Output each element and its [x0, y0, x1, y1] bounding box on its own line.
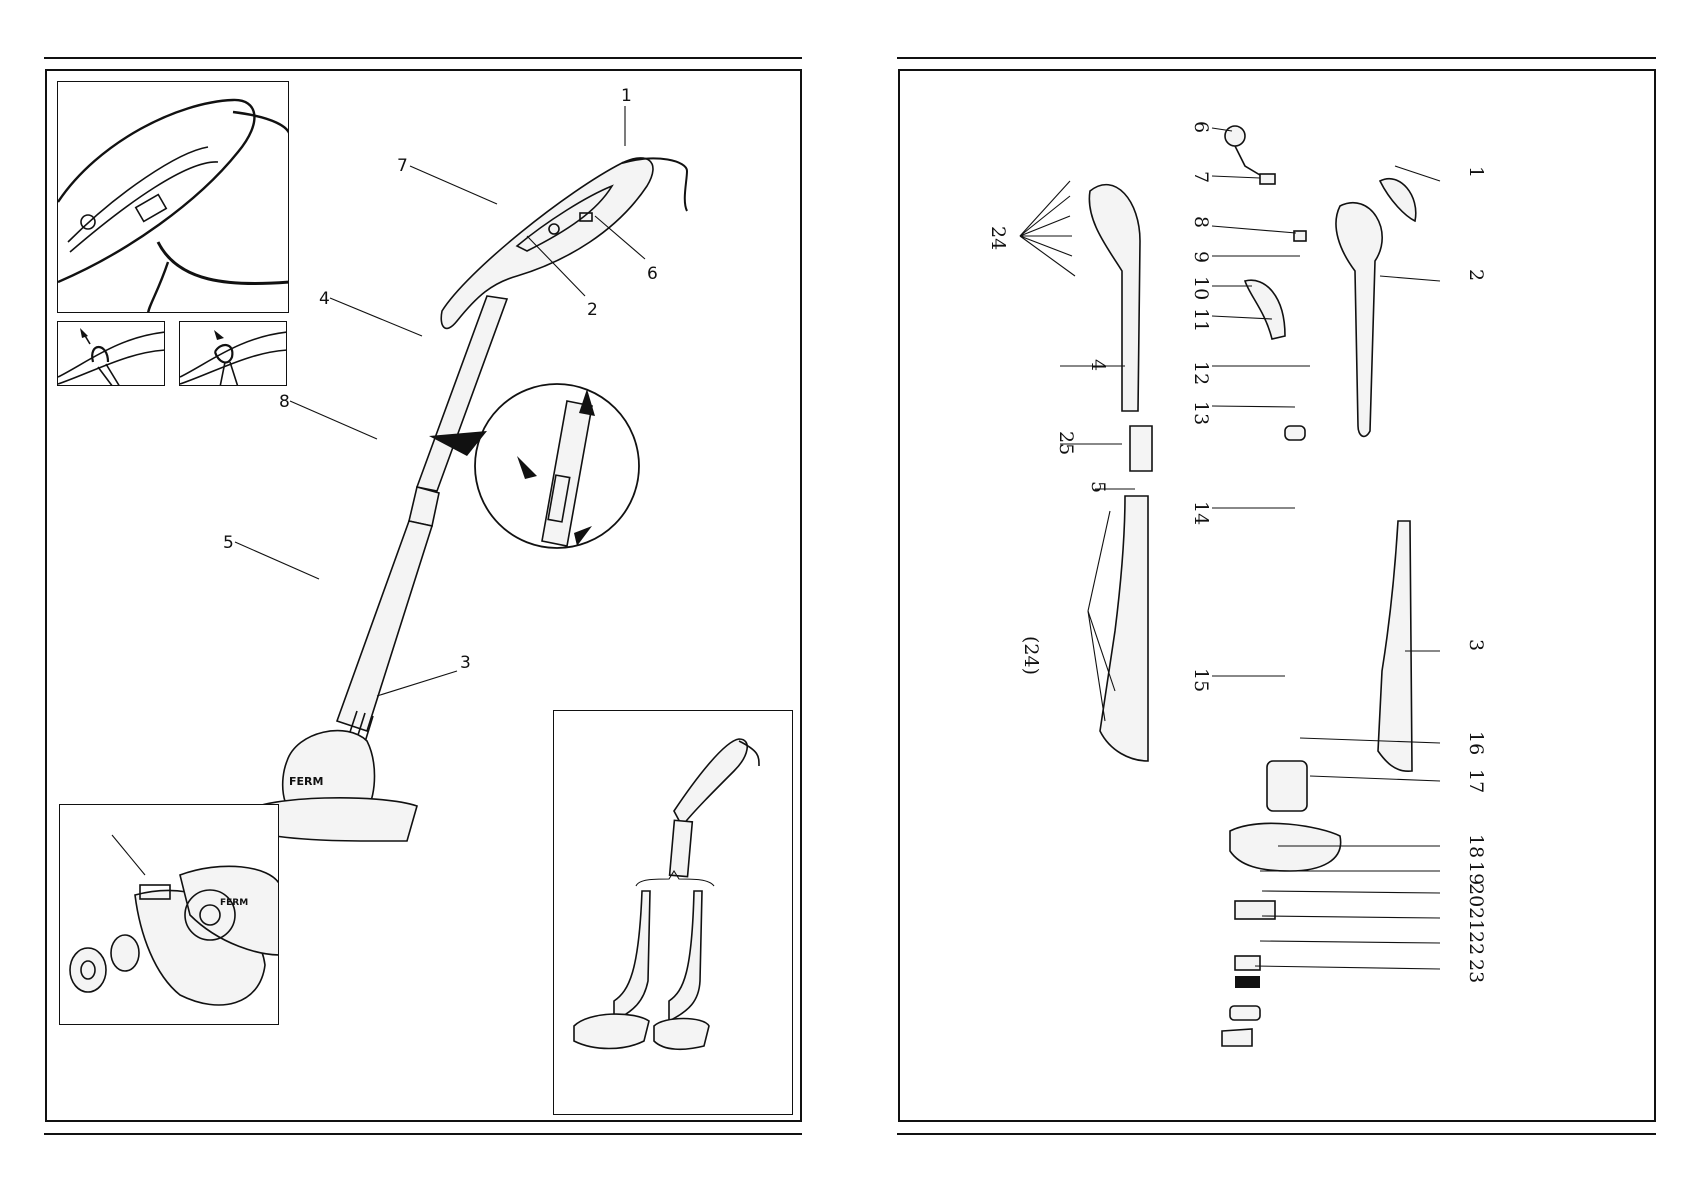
callout-5: 5	[223, 533, 234, 553]
callout-r2: 2	[1465, 269, 1487, 281]
callout-r10: 10	[1190, 276, 1212, 300]
callout-2: 2	[587, 300, 598, 320]
callout-r24: 24	[987, 226, 1009, 250]
callout-8: 8	[279, 392, 290, 412]
callout-r11: 11	[1190, 308, 1212, 332]
callout-r19: 19	[1465, 861, 1487, 885]
callout-r5: 5	[1087, 481, 1109, 493]
callout-r25: 25	[1055, 431, 1077, 455]
part-1-cover	[1380, 179, 1416, 221]
callout-r9: 9	[1190, 251, 1212, 263]
callout-r1: 1	[1465, 166, 1487, 178]
right-top-rule	[897, 57, 1656, 59]
guard-brand-mark: FERM	[220, 898, 248, 908]
left-figure-frame: FERM 1 7 6 2 4 8 5 3	[45, 69, 802, 1122]
callout-1: 1	[621, 86, 632, 106]
callout-7: 7	[397, 156, 408, 176]
callout-r14: 14	[1190, 501, 1212, 525]
tube-assembly-drawing	[554, 711, 793, 1115]
callout-3: 3	[460, 653, 471, 673]
right-bottom-rule	[897, 1133, 1656, 1135]
callout-r3: 3	[1465, 639, 1487, 651]
callout-r16: 16	[1465, 731, 1487, 755]
left-top-rule	[44, 57, 802, 59]
callout-r13: 13	[1190, 401, 1212, 425]
exploded-parts-drawing: 1 2 3 4 5 6 7 8 9 10 11 12 13 14 15 16 1…	[900, 71, 1658, 1124]
callout-r24-paren: (24)	[1020, 636, 1042, 675]
callout-r15: 15	[1190, 668, 1212, 692]
callout-r18: 18	[1465, 834, 1487, 858]
callout-r22: 22	[1465, 931, 1487, 955]
callout-r6: 6	[1190, 121, 1212, 133]
callout-6: 6	[647, 264, 658, 284]
callout-r7: 7	[1190, 171, 1212, 183]
inset-guard-assembly: FERM	[59, 804, 279, 1025]
inset-tube-assembly	[553, 710, 793, 1115]
callout-r23: 23	[1465, 959, 1487, 983]
callout-4: 4	[319, 289, 330, 309]
callout-r17: 17	[1465, 769, 1487, 793]
brand-mark: FERM	[289, 775, 323, 788]
callout-r4: 4	[1087, 359, 1109, 371]
left-bottom-rule	[44, 1133, 802, 1135]
callout-r2021: 2021	[1465, 883, 1487, 931]
callout-r8: 8	[1190, 216, 1212, 228]
right-figure-frame: 1 2 3 4 5 6 7 8 9 10 11 12 13 14 15 16 1…	[898, 69, 1656, 1122]
callout-r12: 12	[1190, 361, 1212, 385]
guard-assembly-drawing: FERM	[60, 805, 279, 1025]
